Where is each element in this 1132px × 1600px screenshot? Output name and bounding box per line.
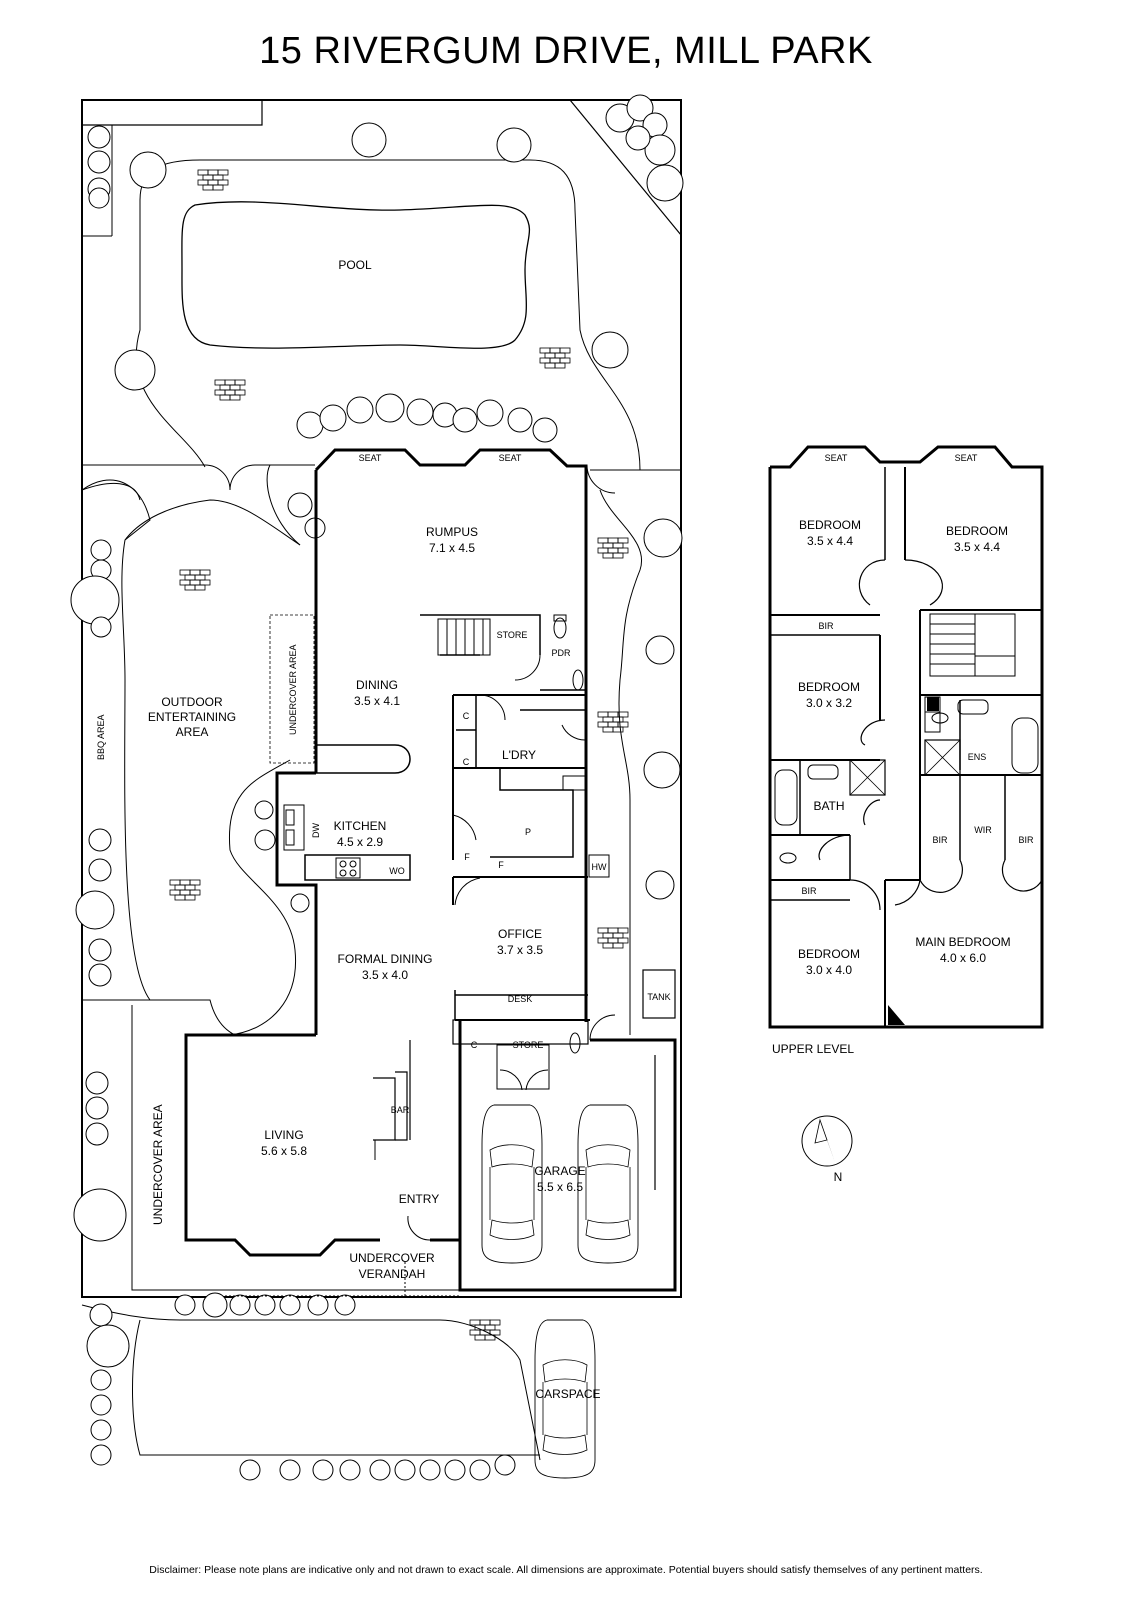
- cupboard-label: C: [930, 701, 937, 711]
- ground-labels: SEAT SEAT RUMPUS 7.1 x 4.5 STORE PDR DIN…: [96, 453, 671, 1401]
- cupboard-label: C: [463, 711, 470, 721]
- upper-level-label: UPPER LEVEL: [772, 1042, 854, 1056]
- disclaimer: Disclaimer: Please note plans are indica…: [149, 1564, 983, 1576]
- bath-label: BATH: [813, 799, 844, 813]
- cupboard-label: C: [471, 1040, 478, 1050]
- pool-paths: [81, 159, 681, 501]
- entry-label: ENTRY: [399, 1192, 439, 1206]
- bir-label: BIR: [801, 886, 817, 896]
- verandah-label: UNDERCOVER: [349, 1251, 435, 1265]
- hot-water-label: HW: [592, 862, 607, 872]
- bedroom-dim: 3.5 x 4.4: [807, 534, 853, 548]
- fridge-label: F: [464, 852, 470, 862]
- seat-label: SEAT: [359, 453, 382, 463]
- doors: [204, 464, 616, 1241]
- bedroom-label: BEDROOM: [799, 518, 861, 532]
- upper-walls: [768, 445, 1044, 1029]
- seat-label: SEAT: [825, 453, 848, 463]
- kitchen-label: KITCHEN: [334, 819, 387, 833]
- main-bedroom-dim: 4.0 x 6.0: [940, 951, 986, 965]
- store-label: STORE: [513, 1040, 544, 1050]
- tank-label: TANK: [647, 992, 670, 1002]
- pantry-label: P: [525, 827, 531, 837]
- ensuite-label: ENS: [968, 752, 987, 762]
- house-walls: [184, 448, 677, 1297]
- bbq-label: BBQ AREA: [96, 714, 106, 760]
- trees: [70, 94, 684, 1481]
- garden-beds: [81, 464, 643, 1461]
- outdoor-label: OUTDOOR: [161, 695, 223, 709]
- bir-label: BIR: [818, 621, 834, 631]
- kitchen-dim: 4.5 x 2.9: [337, 835, 383, 849]
- seat-label: SEAT: [955, 453, 978, 463]
- desk-label: DESK: [508, 994, 533, 1004]
- main-bedroom-label: MAIN BEDROOM: [915, 935, 1010, 949]
- garage-dim: 5.5 x 6.5: [537, 1180, 583, 1194]
- outdoor-label: AREA: [176, 725, 209, 739]
- bedroom-dim: 3.5 x 4.4: [954, 540, 1000, 554]
- bedroom-dim: 3.0 x 3.2: [806, 696, 852, 710]
- compass-icon: [801, 1115, 853, 1167]
- fridge-label: F: [498, 860, 504, 870]
- carspace-label: CARSPACE: [535, 1387, 600, 1401]
- laundry-label: L'DRY: [502, 748, 536, 762]
- wall-oven-label: WO: [389, 866, 405, 876]
- verandah-label: VERANDAH: [359, 1267, 426, 1281]
- formal-dining-label: FORMAL DINING: [338, 952, 433, 966]
- bir-label: BIR: [932, 835, 948, 845]
- outdoor-label: ENTERTAINING: [148, 710, 236, 724]
- wir-label: WIR: [974, 825, 992, 835]
- site-boundary: [81, 99, 682, 1298]
- dishwasher-label: DW: [311, 823, 321, 838]
- north-label: N: [834, 1170, 843, 1184]
- undercover-area-label: UNDERCOVER AREA: [288, 644, 298, 735]
- fixtures: [285, 614, 610, 1054]
- cupboard-label: C: [463, 757, 470, 767]
- formal-dining-dim: 3.5 x 4.0: [362, 968, 408, 982]
- bedroom-label: BEDROOM: [798, 947, 860, 961]
- bar-label: BAR: [391, 1105, 410, 1115]
- rumpus-dim: 7.1 x 4.5: [429, 541, 475, 555]
- dining-label: DINING: [356, 678, 398, 692]
- page-title: 15 RIVERGUM DRIVE, MILL PARK: [259, 30, 873, 72]
- living-label: LIVING: [264, 1128, 303, 1142]
- store-label: STORE: [497, 630, 528, 640]
- pool-label: POOL: [338, 258, 372, 272]
- rumpus-label: RUMPUS: [426, 525, 478, 539]
- seat-label: SEAT: [499, 453, 522, 463]
- bedroom-label: BEDROOM: [798, 680, 860, 694]
- office-dim: 3.7 x 3.5: [497, 943, 543, 957]
- bedroom-dim: 3.0 x 4.0: [806, 963, 852, 977]
- pdr-label: PDR: [551, 648, 571, 658]
- undercover-area-label: UNDERCOVER AREA: [151, 1104, 165, 1225]
- ground-stairs: [437, 618, 491, 656]
- dining-dim: 3.5 x 4.1: [354, 694, 400, 708]
- office-label: OFFICE: [498, 927, 542, 941]
- bedroom-label: BEDROOM: [946, 524, 1008, 538]
- upper-labels: SEAT SEAT BEDROOM 3.5 x 4.4 BEDROOM 3.5 …: [772, 453, 1034, 1056]
- garage-label: GARAGE: [534, 1164, 585, 1178]
- bir-label: BIR: [1018, 835, 1034, 845]
- living-dim: 5.6 x 5.8: [261, 1144, 307, 1158]
